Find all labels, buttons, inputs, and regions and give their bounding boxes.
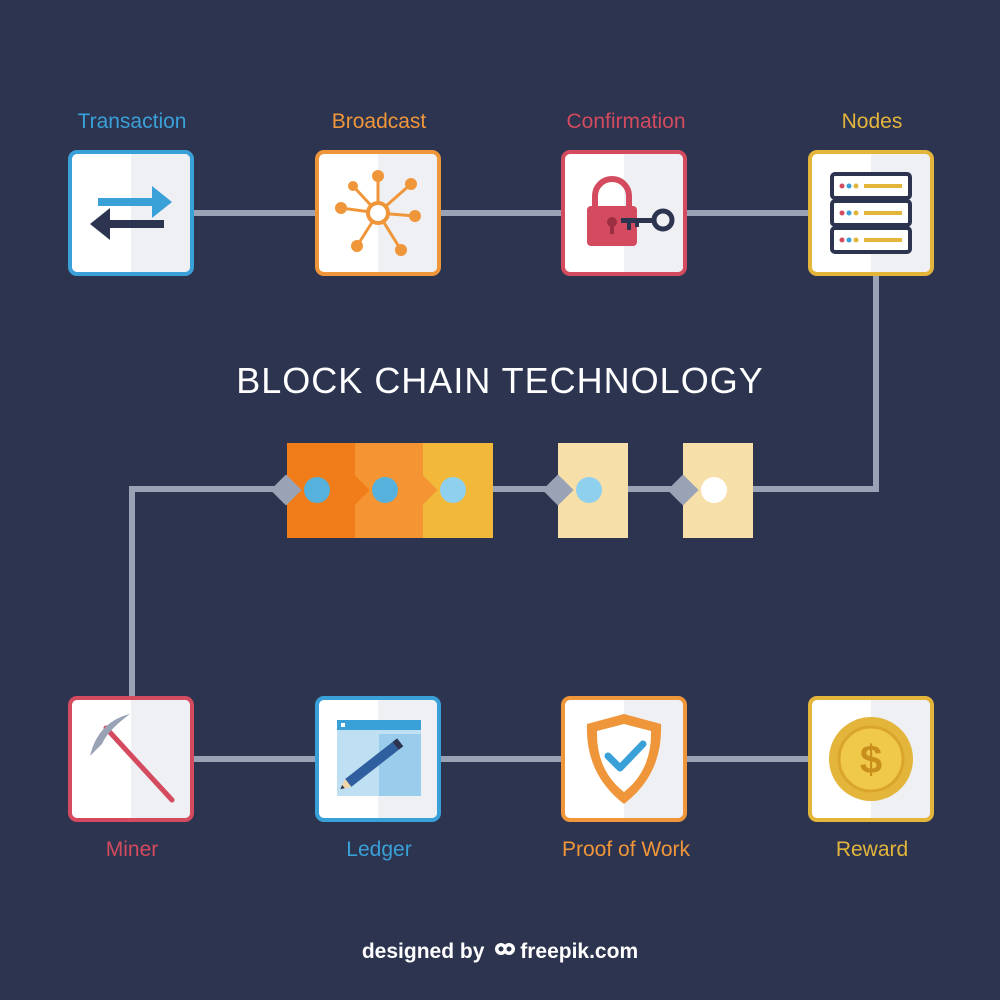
credit-prefix: designed by	[361, 940, 485, 963]
chain-block-dot	[440, 477, 466, 503]
server-rack-icon	[830, 172, 912, 254]
chain-block-dot	[304, 477, 330, 503]
label-confirmation: Confirmation	[566, 110, 686, 133]
pickaxe-icon	[90, 714, 175, 803]
ledger-pencil-icon	[337, 720, 421, 796]
card-miner	[68, 696, 194, 822]
chain-block-dot	[372, 477, 398, 503]
chain-block-dot	[701, 477, 727, 503]
shield-check-icon	[586, 714, 662, 804]
connector-left-vertical	[129, 486, 135, 696]
padlock-key-icon	[587, 176, 675, 246]
connector-bottom-row	[190, 756, 820, 762]
network-hub-icon	[335, 170, 421, 256]
arrows-exchange-icon	[90, 186, 172, 240]
label-broadcast: Broadcast	[331, 110, 427, 133]
label-nodes: Nodes	[841, 110, 903, 133]
dollar-coin-icon: $	[829, 717, 913, 801]
label-transaction: Transaction	[77, 110, 187, 133]
label-reward: Reward	[835, 838, 909, 861]
connector-right-vertical	[873, 270, 879, 492]
connector-top-row	[190, 210, 820, 216]
card-proof-of-work	[561, 696, 687, 822]
svg-text:$: $	[860, 738, 882, 782]
label-proof-of-work: Proof of Work	[562, 838, 690, 861]
card-nodes	[808, 150, 934, 276]
label-ledger: Ledger	[346, 838, 412, 861]
designer-credit: designed by freepik.com	[0, 940, 1000, 964]
card-broadcast	[315, 150, 441, 276]
chain-block-dot	[576, 477, 602, 503]
connector-middle-row	[129, 486, 879, 492]
label-miner: Miner	[105, 838, 159, 861]
card-ledger	[315, 696, 441, 822]
diagram-title: BLOCK CHAIN TECHNOLOGY	[236, 360, 764, 401]
card-transaction	[68, 150, 194, 276]
credit-brand: freepik.com	[520, 940, 639, 963]
card-confirmation	[561, 150, 687, 276]
card-reward: $	[808, 696, 934, 822]
freepik-logo-icon	[494, 940, 516, 964]
